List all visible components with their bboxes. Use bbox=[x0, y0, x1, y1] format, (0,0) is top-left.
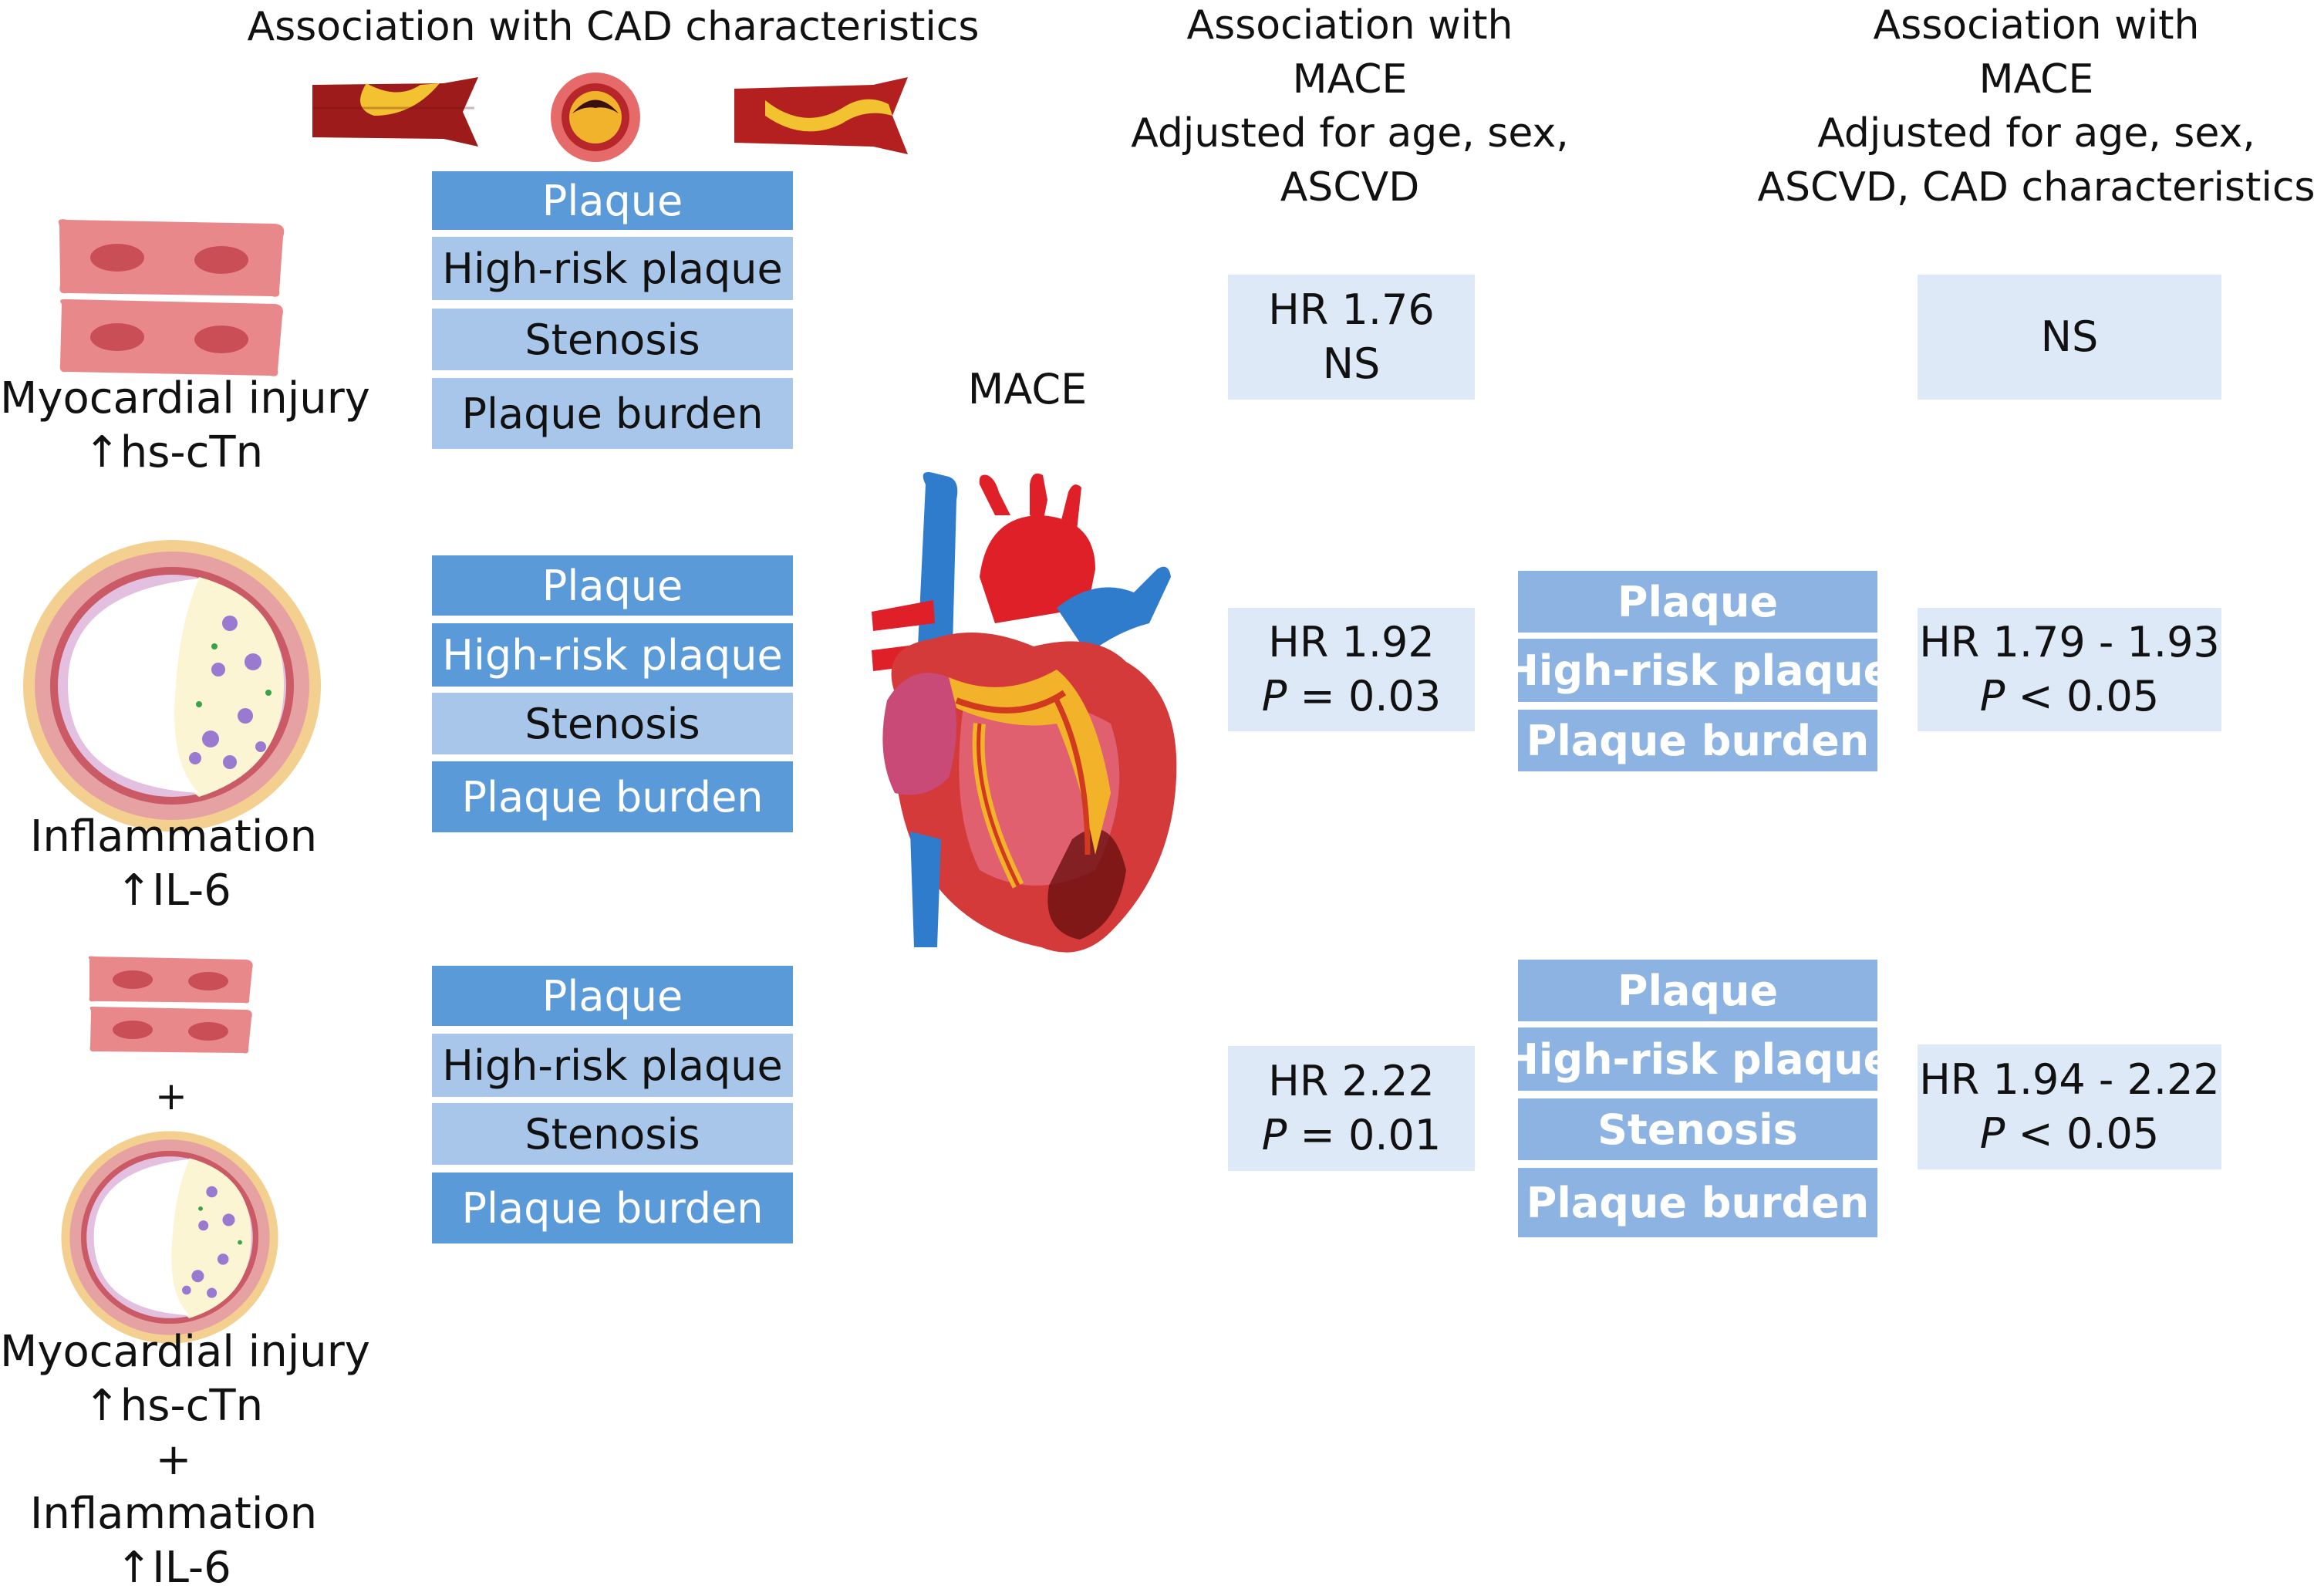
p-symbol: P bbox=[1979, 1109, 2005, 1158]
row3-plaque-burden-box: Plaque burden bbox=[432, 1173, 793, 1243]
row3-fully-adjusted-plaque-box: Plaque bbox=[1518, 960, 1877, 1021]
row1-adjusted-hr-box: HR 1.76 NS bbox=[1228, 275, 1475, 400]
row2-adjusted-hr-box: HR 1.92 P = 0.03 bbox=[1228, 608, 1475, 731]
row2-plaque-burden-box: Plaque burden bbox=[432, 761, 793, 832]
row2-label: Inflammation ↑IL-6 bbox=[29, 811, 318, 916]
row3-stenosis-box: Stenosis bbox=[432, 1103, 793, 1165]
row3-plaque-box: Plaque bbox=[432, 966, 793, 1026]
row1-high-risk-plaque-box: High-risk plaque bbox=[432, 237, 793, 300]
row2-plaque-box: Plaque bbox=[432, 555, 793, 616]
artery-plaque-icon bbox=[734, 77, 908, 154]
row2-stenosis-box: Stenosis bbox=[432, 693, 793, 754]
mace-label: MACE bbox=[967, 365, 1088, 413]
row3-label: Myocardial injury ↑hs-cTn + Inflammation… bbox=[0, 1327, 370, 1593]
cardiomyocyte-icon bbox=[58, 219, 285, 376]
row3-fully-adjusted-high-risk-plaque-box: High-risk plaque bbox=[1504, 1027, 1891, 1091]
cad-characteristics-header: Association with CAD characteristics bbox=[247, 4, 980, 50]
p-symbol: P bbox=[1261, 672, 1287, 720]
row1-plaque-burden-box: Plaque burden bbox=[432, 378, 793, 449]
row3-fully-adjusted-hr-box: HR 1.94 - 2.22 P < 0.05 bbox=[1918, 1044, 2221, 1169]
row3-fully-adjusted-plaque-burden-box: Plaque burden bbox=[1518, 1168, 1877, 1237]
row3-high-risk-plaque-box: High-risk plaque bbox=[432, 1034, 793, 1097]
row1-stenosis-box: Stenosis bbox=[432, 309, 793, 370]
inflamed-artery-small-icon bbox=[61, 1131, 278, 1344]
row1-plaque-box: Plaque bbox=[432, 171, 793, 230]
row2-high-risk-plaque-box: High-risk plaque bbox=[432, 623, 793, 687]
plus-sign: + bbox=[155, 1074, 187, 1119]
row3-fully-adjusted-stenosis-box: Stenosis bbox=[1518, 1098, 1877, 1160]
row2-fully-adjusted-hr-box: HR 1.79 - 1.93 P < 0.05 bbox=[1918, 608, 2221, 731]
artery-narrowed-icon bbox=[312, 77, 478, 147]
row2-fully-adjusted-plaque-box: Plaque bbox=[1518, 571, 1877, 633]
row3-adjusted-hr-box: HR 2.22 P = 0.01 bbox=[1228, 1046, 1475, 1171]
p-symbol: P bbox=[1261, 1111, 1287, 1159]
cardiomyocyte-small-icon bbox=[88, 956, 253, 1054]
mace-adjusted-header: Association with MACE Adjusted for age, … bbox=[1131, 2, 1569, 211]
heart-icon bbox=[872, 472, 1177, 953]
artery-cross-section-icon bbox=[551, 73, 640, 162]
row2-fully-adjusted-plaque-burden-box: Plaque burden bbox=[1518, 710, 1877, 771]
mace-fully-adjusted-header: Association with MACE Adjusted for age, … bbox=[1757, 2, 2314, 211]
row2-fully-adjusted-high-risk-plaque-box: High-risk plaque bbox=[1504, 639, 1891, 702]
row1-fully-adjusted-box: NS bbox=[1918, 275, 2221, 400]
row1-label: Myocardial injury ↑hs-cTn bbox=[0, 373, 370, 477]
p-symbol: P bbox=[1979, 672, 2005, 720]
inflamed-artery-icon bbox=[23, 540, 321, 832]
